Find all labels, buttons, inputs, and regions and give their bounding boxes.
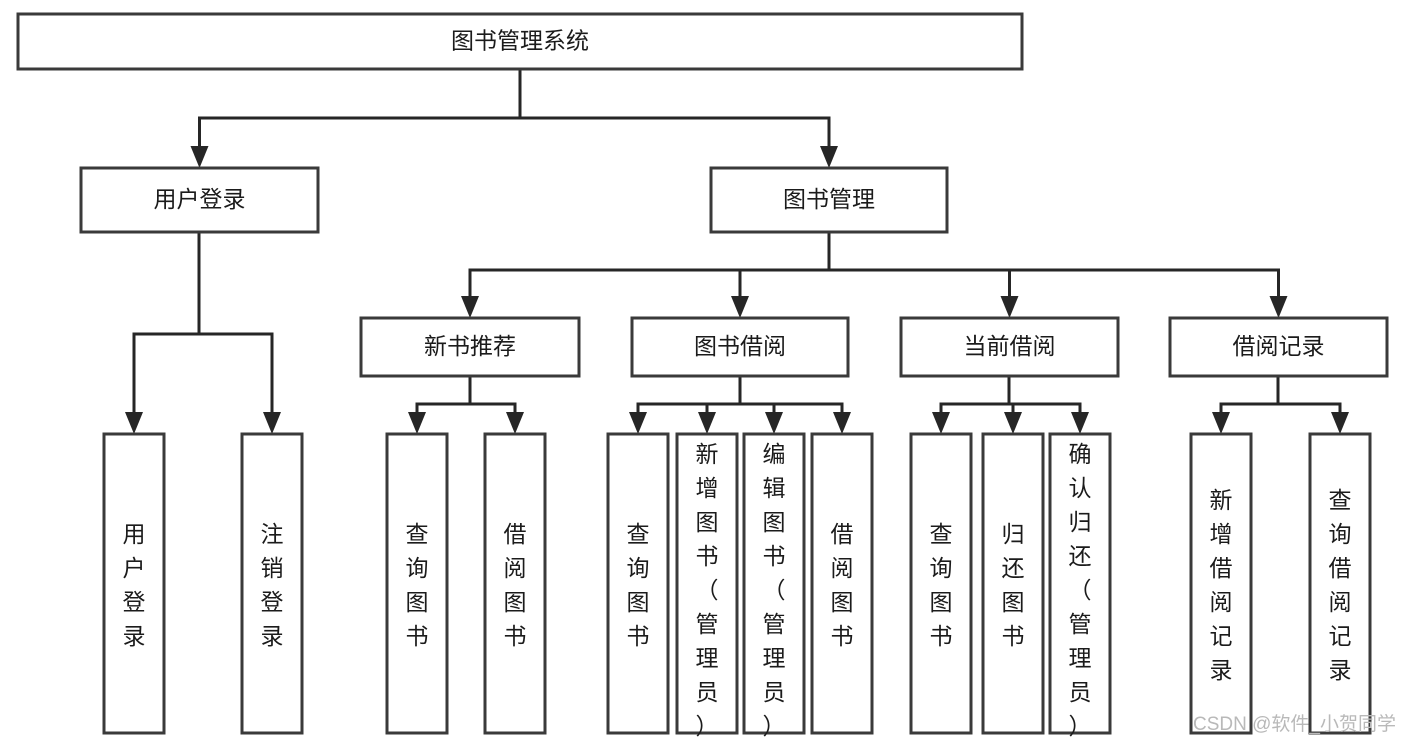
- node-book-borrow[interactable]: 图书借阅: [630, 316, 850, 378]
- node-label-root: 图书管理系统: [451, 28, 589, 54]
- node-label-leaf-user-login: 用户登录: [123, 521, 146, 649]
- connector-group-user-login: [125, 230, 281, 434]
- node-label-leaf-return-book: 归还图书: [1002, 521, 1025, 649]
- node-box-leaf-query-book-2[interactable]: [606, 432, 670, 735]
- node-box-leaf-query-record[interactable]: [1308, 432, 1372, 735]
- node-leaf-add-book[interactable]: 新增图书（管理员）: [675, 432, 739, 739]
- node-leaf-query-book-2[interactable]: 查询图书: [606, 432, 670, 735]
- node-label-leaf-logout: 注销登录: [261, 521, 284, 649]
- connector-group-new-book-rec: [408, 374, 524, 434]
- node-box-leaf-logout[interactable]: [240, 432, 304, 735]
- node-box-book-manage[interactable]: [709, 166, 949, 234]
- arrow-head-icon: [1269, 296, 1288, 318]
- arrow-head-icon: [765, 412, 783, 434]
- node-label-leaf-borrow-book-1: 借阅图书: [504, 521, 527, 649]
- arrow-head-icon: [125, 412, 143, 434]
- node-leaf-add-record[interactable]: 新增借阅记录: [1189, 432, 1253, 735]
- arrow-head-icon: [833, 412, 851, 434]
- arrow-head-icon: [731, 296, 749, 318]
- node-label-leaf-query-book-1: 查询图书: [406, 521, 429, 649]
- connector-layer: [125, 67, 1349, 434]
- connector-group-book-borrow: [629, 374, 851, 434]
- node-leaf-logout[interactable]: 注销登录: [240, 432, 304, 735]
- node-new-book-rec[interactable]: 新书推荐: [359, 316, 581, 378]
- node-label-new-book-rec: 新书推荐: [424, 333, 516, 359]
- node-leaf-edit-book[interactable]: 编辑图书（管理员）: [742, 432, 806, 739]
- node-box-borrow-record[interactable]: [1168, 316, 1389, 378]
- node-box-book-borrow[interactable]: [630, 316, 850, 378]
- node-box-leaf-query-book-1[interactable]: [385, 432, 449, 735]
- arrow-head-icon: [932, 412, 950, 434]
- node-label-borrow-record: 借阅记录: [1233, 333, 1325, 359]
- node-book-manage[interactable]: 图书管理: [709, 166, 949, 234]
- node-label-leaf-confirm-return: 确认归还（管理员）: [1069, 441, 1092, 739]
- node-label-leaf-edit-book: 编辑图书（管理员）: [763, 441, 786, 739]
- node-current-borrow[interactable]: 当前借阅: [899, 316, 1120, 378]
- node-box-leaf-confirm-return[interactable]: [1048, 432, 1112, 735]
- node-leaf-user-login[interactable]: 用户登录: [102, 432, 166, 735]
- node-borrow-record[interactable]: 借阅记录: [1168, 316, 1389, 378]
- arrow-head-icon: [1004, 412, 1022, 434]
- node-label-book-manage: 图书管理: [783, 186, 875, 212]
- node-box-leaf-return-book[interactable]: [981, 432, 1045, 735]
- node-leaf-borrow-book-2[interactable]: 借阅图书: [810, 432, 874, 735]
- node-label-leaf-add-book: 新增图书（管理员）: [696, 441, 719, 739]
- arrow-head-icon: [629, 412, 647, 434]
- node-box-new-book-rec[interactable]: [359, 316, 581, 378]
- arrow-head-icon: [1071, 412, 1089, 434]
- node-label-book-borrow: 图书借阅: [694, 333, 786, 359]
- arrow-head-icon: [408, 412, 426, 434]
- arrow-head-icon: [1331, 412, 1349, 434]
- connector-group-borrow-record: [1212, 374, 1349, 434]
- node-label-user-login: 用户登录: [154, 186, 246, 212]
- node-leaf-query-book-3[interactable]: 查询图书: [909, 432, 973, 735]
- arrow-head-icon: [1000, 296, 1019, 318]
- node-box-leaf-query-book-3[interactable]: [909, 432, 973, 735]
- node-box-user-login[interactable]: [79, 166, 320, 234]
- connector-group-root: [190, 67, 838, 168]
- arrow-head-icon: [190, 146, 209, 168]
- arrow-head-icon: [698, 412, 716, 434]
- node-box-leaf-edit-book[interactable]: [742, 432, 806, 735]
- node-user-login[interactable]: 用户登录: [79, 166, 320, 234]
- node-leaf-return-book[interactable]: 归还图书: [981, 432, 1045, 735]
- connector-group-current-borrow: [932, 374, 1089, 434]
- node-label-current-borrow: 当前借阅: [964, 333, 1056, 359]
- node-leaf-query-record[interactable]: 查询借阅记录: [1308, 432, 1372, 735]
- node-root[interactable]: 图书管理系统: [16, 12, 1024, 71]
- node-box-leaf-borrow-book-1[interactable]: [483, 432, 547, 735]
- node-box-root[interactable]: [16, 12, 1024, 71]
- arrow-head-icon: [461, 296, 479, 318]
- node-label-leaf-query-book-2: 查询图书: [627, 521, 650, 649]
- connector-group-book-manage: [461, 230, 1288, 318]
- arrow-head-icon: [263, 412, 281, 434]
- node-box-leaf-user-login[interactable]: [102, 432, 166, 735]
- node-leaf-confirm-return[interactable]: 确认归还（管理员）: [1048, 432, 1112, 739]
- node-label-leaf-query-record: 查询借阅记录: [1329, 487, 1352, 683]
- node-label-leaf-add-record: 新增借阅记录: [1210, 487, 1233, 683]
- node-box-current-borrow[interactable]: [899, 316, 1120, 378]
- node-label-leaf-borrow-book-2: 借阅图书: [831, 521, 854, 649]
- node-label-leaf-query-book-3: 查询图书: [930, 521, 953, 649]
- node-leaf-query-book-1[interactable]: 查询图书: [385, 432, 449, 735]
- node-leaf-borrow-book-1[interactable]: 借阅图书: [483, 432, 547, 735]
- arrow-head-icon: [506, 412, 524, 434]
- node-layer: 图书管理系统用户登录图书管理新书推荐图书借阅当前借阅借阅记录用户登录注销登录查询…: [16, 12, 1389, 739]
- node-box-leaf-add-record[interactable]: [1189, 432, 1253, 735]
- arrow-head-icon: [1212, 412, 1230, 434]
- csdn-watermark: CSDN @软件_小贺同学: [1193, 713, 1396, 735]
- arrow-head-icon: [820, 146, 838, 168]
- node-box-leaf-borrow-book-2[interactable]: [810, 432, 874, 735]
- node-box-leaf-add-book[interactable]: [675, 432, 739, 735]
